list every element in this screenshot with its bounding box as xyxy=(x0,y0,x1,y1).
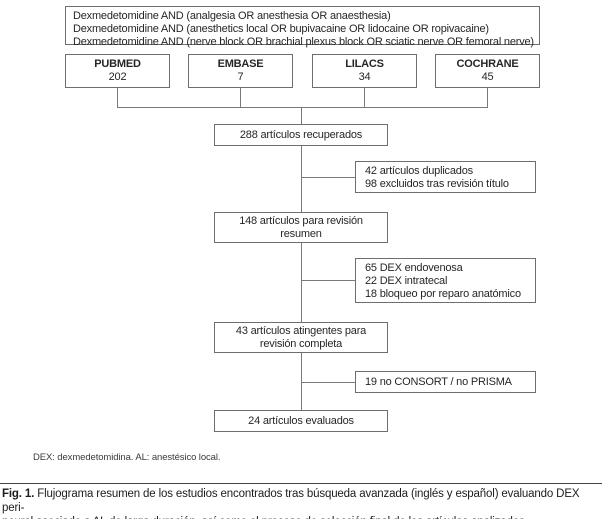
connector-branch-duplicates xyxy=(301,177,355,178)
connector-full-to-evaluated xyxy=(301,353,302,410)
search-query-line: Dexmedetomidine AND (analgesia OR anesth… xyxy=(73,10,391,22)
connector-branch-reasons xyxy=(301,280,355,281)
connector-embase-drop xyxy=(240,88,241,107)
database-box-cochrane: COCHRANE 45 xyxy=(435,54,540,88)
figure-caption-line1: Flujograma resumen de los estudios encon… xyxy=(2,488,580,514)
database-name: LILACS xyxy=(345,58,384,70)
abbreviations-footnote: DEX: dexmedetomidina. AL: anestésico loc… xyxy=(33,452,221,463)
exclusion-text: 18 bloqueo por reparo anatómico xyxy=(365,287,521,300)
flow-box-evaluated: 24 artículos evaluados xyxy=(214,410,388,432)
caption-divider xyxy=(0,483,602,484)
connector-abstract-to-full xyxy=(301,243,302,322)
flow-box-abstract-review: 148 artículos para revisión resumen xyxy=(214,212,388,243)
database-name: EMBASE xyxy=(217,58,264,70)
database-box-pubmed: PUBMED 202 xyxy=(65,54,170,88)
connector-bus xyxy=(117,107,488,108)
database-box-lilacs: LILACS 34 xyxy=(312,54,417,88)
database-box-embase: EMBASE 7 xyxy=(188,54,293,88)
exclusion-box-reasons: 65 DEX endovenosa 22 DEX intratecal 18 b… xyxy=(355,258,536,303)
exclusion-box-reporting: 19 no CONSORT / no PRISMA xyxy=(355,371,536,393)
database-count: 45 xyxy=(481,71,494,83)
exclusion-text: 98 excluidos tras revisión título xyxy=(365,177,509,190)
database-name: COCHRANE xyxy=(456,58,519,70)
flow-box-text: 288 artículos recuperados xyxy=(239,128,363,141)
figure-caption-line2: neural asociado a AL de larga duración, … xyxy=(2,516,528,519)
flow-box-text: 43 artículos atingentes para xyxy=(235,324,367,337)
flow-box-text: revisión completa xyxy=(259,337,343,350)
connector-pubmed-drop xyxy=(117,88,118,107)
database-count: 34 xyxy=(358,71,371,83)
database-name: PUBMED xyxy=(94,58,141,70)
connector-branch-reporting xyxy=(301,382,355,383)
flow-box-retrieved: 288 artículos recuperados xyxy=(214,124,388,146)
exclusion-text: 19 no CONSORT / no PRISMA xyxy=(365,376,512,388)
search-query-box: Dexmedetomidine AND (analgesia OR anesth… xyxy=(65,6,540,48)
exclusion-text: 42 artículos duplicados xyxy=(365,164,473,177)
search-query-line: Dexmedetomidine AND (nerve block OR brac… xyxy=(73,36,534,48)
flow-box-text: resumen xyxy=(280,227,322,240)
database-count: 7 xyxy=(237,71,244,83)
exclusion-text: 22 DEX intratecal xyxy=(365,274,448,287)
connector-retrieved-to-abstract xyxy=(301,146,302,212)
exclusion-box-duplicates: 42 artículos duplicados 98 excluidos tra… xyxy=(355,161,536,193)
search-query-line: Dexmedetomidine AND (anesthetics local O… xyxy=(73,23,489,35)
connector-lilacs-drop xyxy=(364,88,365,107)
figure-caption-label: Fig. 1. xyxy=(2,488,35,500)
database-count: 202 xyxy=(108,71,127,83)
connector-cochrane-drop xyxy=(487,88,488,107)
flow-box-text: 24 artículos evaluados xyxy=(248,414,354,427)
flow-box-text: 148 artículos para revisión xyxy=(239,214,363,227)
figure-caption: Fig. 1. Flujograma resumen de los estudi… xyxy=(2,487,600,519)
connector-bus-to-retrieved xyxy=(301,107,302,124)
flow-box-full-review: 43 artículos atingentes para revisión co… xyxy=(214,322,388,353)
exclusion-text: 65 DEX endovenosa xyxy=(365,261,463,274)
